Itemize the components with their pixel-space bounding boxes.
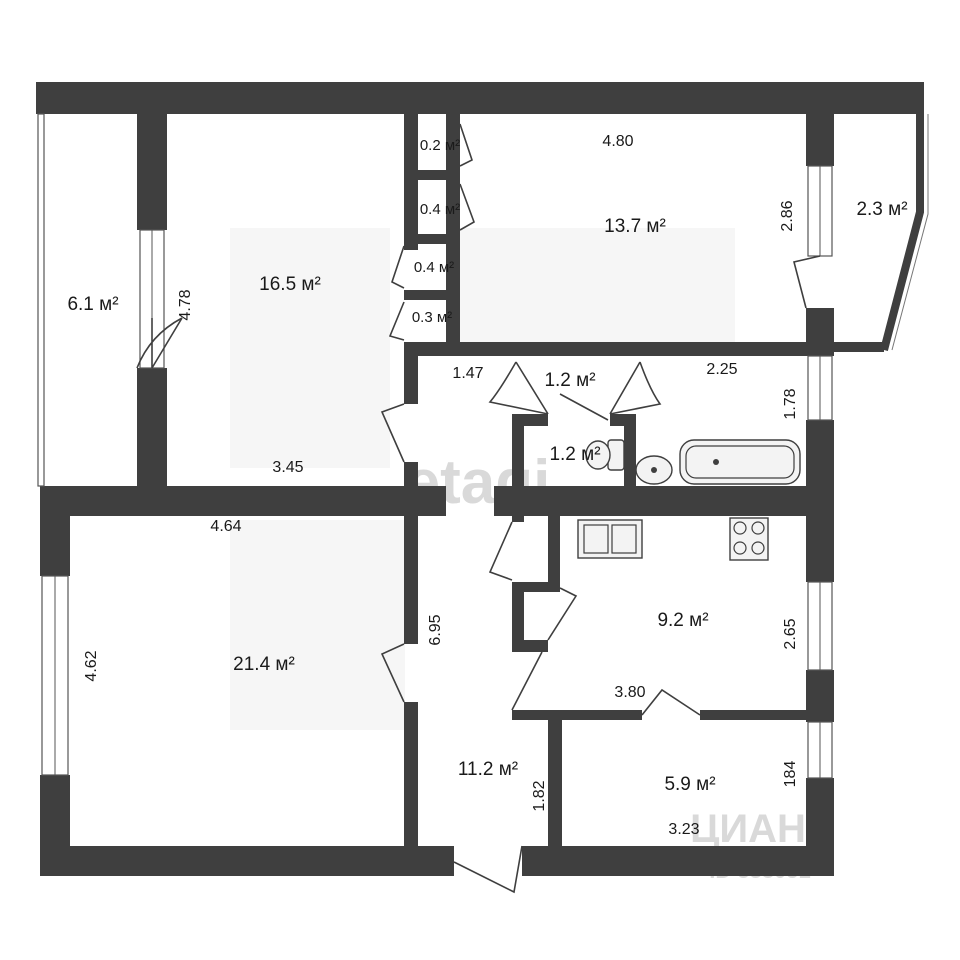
label-closet-4: 0.3 м² xyxy=(412,309,452,326)
wall-bedroom-right xyxy=(404,356,418,404)
wall-balcony-left-b xyxy=(137,368,167,490)
toilet-bowl xyxy=(585,440,611,470)
label-balcony-left: 6.1 м² xyxy=(67,294,118,315)
bathtub xyxy=(679,439,801,485)
windows xyxy=(37,113,929,779)
doors xyxy=(136,123,821,894)
door-bath-arc xyxy=(609,361,662,415)
wall-right-upper-b xyxy=(806,308,834,356)
area-labels: 6.1 м² 16.5 м² 0.2 м² 0.4 м² 0.4 м² 0.3 … xyxy=(67,137,907,795)
door-corridor xyxy=(488,521,513,581)
dim-265: 2.65 xyxy=(782,618,799,649)
door-niche xyxy=(547,587,578,641)
wall-living-right-a xyxy=(404,516,418,644)
wall-right-kitchen-a xyxy=(806,516,834,582)
label-toilet: 1.2 м² xyxy=(544,370,595,391)
dim-323: 3.23 xyxy=(668,821,699,838)
dim-184: 184 xyxy=(782,761,799,788)
wall-balcony-left-a xyxy=(137,114,167,230)
wall-toilet-top-a xyxy=(512,414,548,426)
door-closet-1 xyxy=(459,123,473,167)
wall-mid-left xyxy=(40,486,446,516)
label-hall: 11.2 м² xyxy=(458,759,518,780)
dim-225: 2.25 xyxy=(706,361,737,378)
dim-695: 6.95 xyxy=(427,614,444,645)
door-balcony-left xyxy=(136,317,183,369)
dim-464: 4.64 xyxy=(210,518,241,535)
dim-182: 1.82 xyxy=(531,780,548,811)
label-bedroom: 16.5 м² xyxy=(259,274,321,295)
door-toilet-arc xyxy=(488,361,549,415)
label-top-right-room: 13.7 м² xyxy=(604,216,666,237)
wall-niche-left xyxy=(512,582,524,652)
wall-right-bottom xyxy=(806,778,834,876)
balcony-right-outline xyxy=(880,114,924,352)
room-tint-top-right xyxy=(460,228,735,343)
label-bathroom: 1.2 м² xyxy=(549,444,600,465)
wall-closet-col-left xyxy=(404,114,418,250)
door-closet-2 xyxy=(459,183,475,231)
wall-kitchen-left xyxy=(548,516,560,586)
wall-toilet-left xyxy=(512,414,524,522)
window-balcony-left-outer xyxy=(37,113,45,487)
wall-left-a xyxy=(40,516,70,576)
room-tint-bedroom xyxy=(230,228,390,468)
wall-right-upper-a xyxy=(806,114,834,166)
wall-living-right-b xyxy=(404,702,418,846)
wall-kitchen-bottom-a xyxy=(512,710,642,720)
dim-286: 2.86 xyxy=(779,200,796,231)
door-closet-4 xyxy=(388,301,405,341)
kitchen-sink xyxy=(577,519,643,559)
wall-niche-bottom xyxy=(512,640,548,652)
wall-bedroom-right-b xyxy=(404,462,418,486)
wall-balcony-right-bottom xyxy=(832,342,884,352)
dim-478: 4.78 xyxy=(177,289,194,320)
dim-380: 3.80 xyxy=(614,684,645,701)
wall-kitchen-bottom-b xyxy=(700,710,824,720)
watermark-brand: ЦИАН xyxy=(690,807,806,851)
dim-178: 1.78 xyxy=(782,388,799,419)
label-living-room: 21.4 м² xyxy=(233,654,295,675)
wall-right-bath xyxy=(806,420,834,516)
room-tint-living xyxy=(230,520,405,730)
wall-top xyxy=(36,82,924,114)
wall-bottom-right xyxy=(522,846,824,876)
fixtures xyxy=(577,439,801,561)
wall-top-right-bottom xyxy=(404,342,824,356)
door-hall-kitchen xyxy=(511,651,543,711)
dim-480: 4.80 xyxy=(602,133,633,150)
door-living xyxy=(380,643,405,703)
label-closet-3: 0.4 м² xyxy=(414,259,454,276)
door-kitchen-small xyxy=(641,688,701,716)
wall-bottom-left xyxy=(40,846,454,876)
door-entrance xyxy=(453,845,523,894)
label-kitchen: 9.2 м² xyxy=(657,610,708,631)
door-closet-3 xyxy=(391,245,405,289)
wall-closet-shelf-1 xyxy=(404,170,460,180)
bathtub-drain xyxy=(713,459,719,465)
door-bedroom xyxy=(380,403,405,463)
wall-closet-shelf-3 xyxy=(404,290,460,300)
wall-niche-top xyxy=(512,582,560,592)
wall-bath-divider xyxy=(624,414,636,490)
label-small-room: 5.9 м² xyxy=(664,774,715,795)
dimension-labels: 4.80 2.86 4.78 3.45 1.47 2.25 1.78 4.64 … xyxy=(83,133,799,838)
label-balcony-right: 2.3 м² xyxy=(856,199,907,220)
wall-small-room-left xyxy=(548,720,562,846)
walls xyxy=(36,82,924,876)
door-toilet-inner xyxy=(559,393,609,421)
label-closet-1: 0.2 м² xyxy=(420,137,460,154)
dim-345: 3.45 xyxy=(272,459,303,476)
dim-147: 1.47 xyxy=(452,365,483,382)
wall-mid-right xyxy=(494,486,824,516)
door-top-right xyxy=(793,255,821,309)
dim-462: 4.62 xyxy=(83,650,100,681)
wall-left-b xyxy=(40,775,70,846)
label-closet-2: 0.4 м² xyxy=(420,201,460,218)
wall-closet-shelf-2 xyxy=(404,234,460,244)
